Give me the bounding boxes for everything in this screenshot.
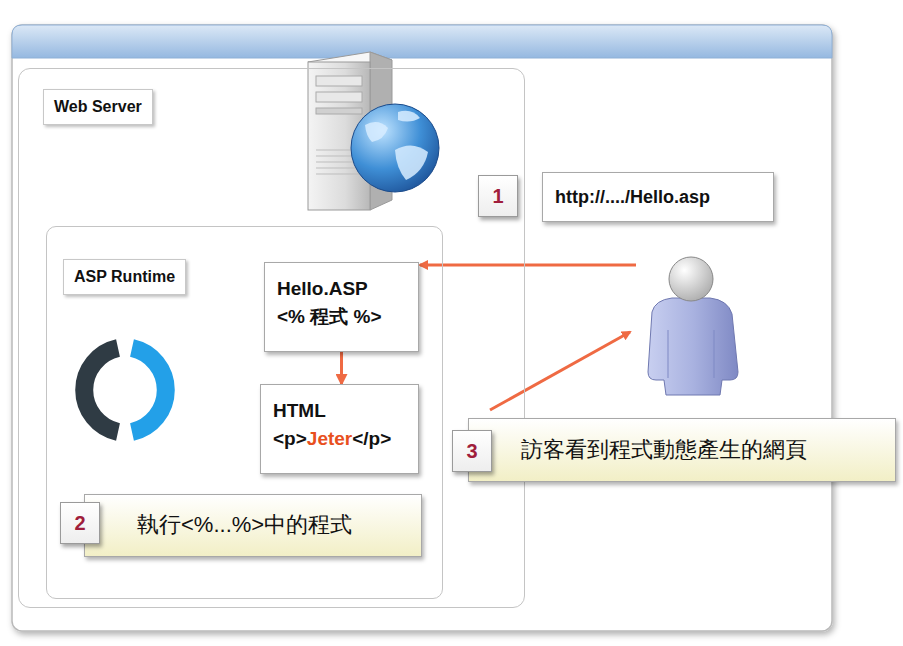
panel-title: ASP Runtime: [63, 259, 186, 295]
response-arrow: [490, 332, 630, 410]
url-text: http://..../Hello.asp: [555, 185, 761, 209]
code-text: <% 程式 %>: [277, 303, 406, 331]
step-text: 訪客看到程式動態產生的網頁: [521, 433, 879, 467]
html-box: HTML<p>Jeter</p>: [260, 384, 419, 474]
step-text: 執行<%...%>中的程式: [137, 509, 401, 541]
html-tag: <p>: [273, 428, 307, 449]
panel-title: Web Server: [43, 89, 153, 125]
asp-file-box: Hello.ASP<% 程式 %>: [264, 262, 419, 352]
text-row: <p>Jeter</p>: [273, 425, 406, 453]
callout-number: 2: [60, 502, 100, 544]
step-callout: 執行<%...%>中的程式: [84, 494, 422, 557]
flow-arrow: [340, 352, 343, 384]
file-name: Hello.ASP: [277, 275, 406, 303]
output-value: Jeter: [307, 428, 352, 449]
url-box: http://..../Hello.asp: [542, 172, 774, 222]
callout-number: 1: [478, 175, 518, 217]
callout-number: 3: [452, 430, 492, 472]
runtime-ring: [84, 348, 166, 432]
asp-runtime-panel: ASP RuntimeHello.ASP<% 程式 %>HTML<p>Jeter…: [46, 226, 443, 599]
html-tag: </p>: [352, 428, 391, 449]
request-arrow: [420, 264, 636, 267]
doc-type: HTML: [273, 397, 406, 425]
server-icon: [308, 52, 439, 210]
visitor-icon: [648, 257, 738, 395]
step-callout: 訪客看到程式動態產生的網頁: [468, 418, 896, 482]
